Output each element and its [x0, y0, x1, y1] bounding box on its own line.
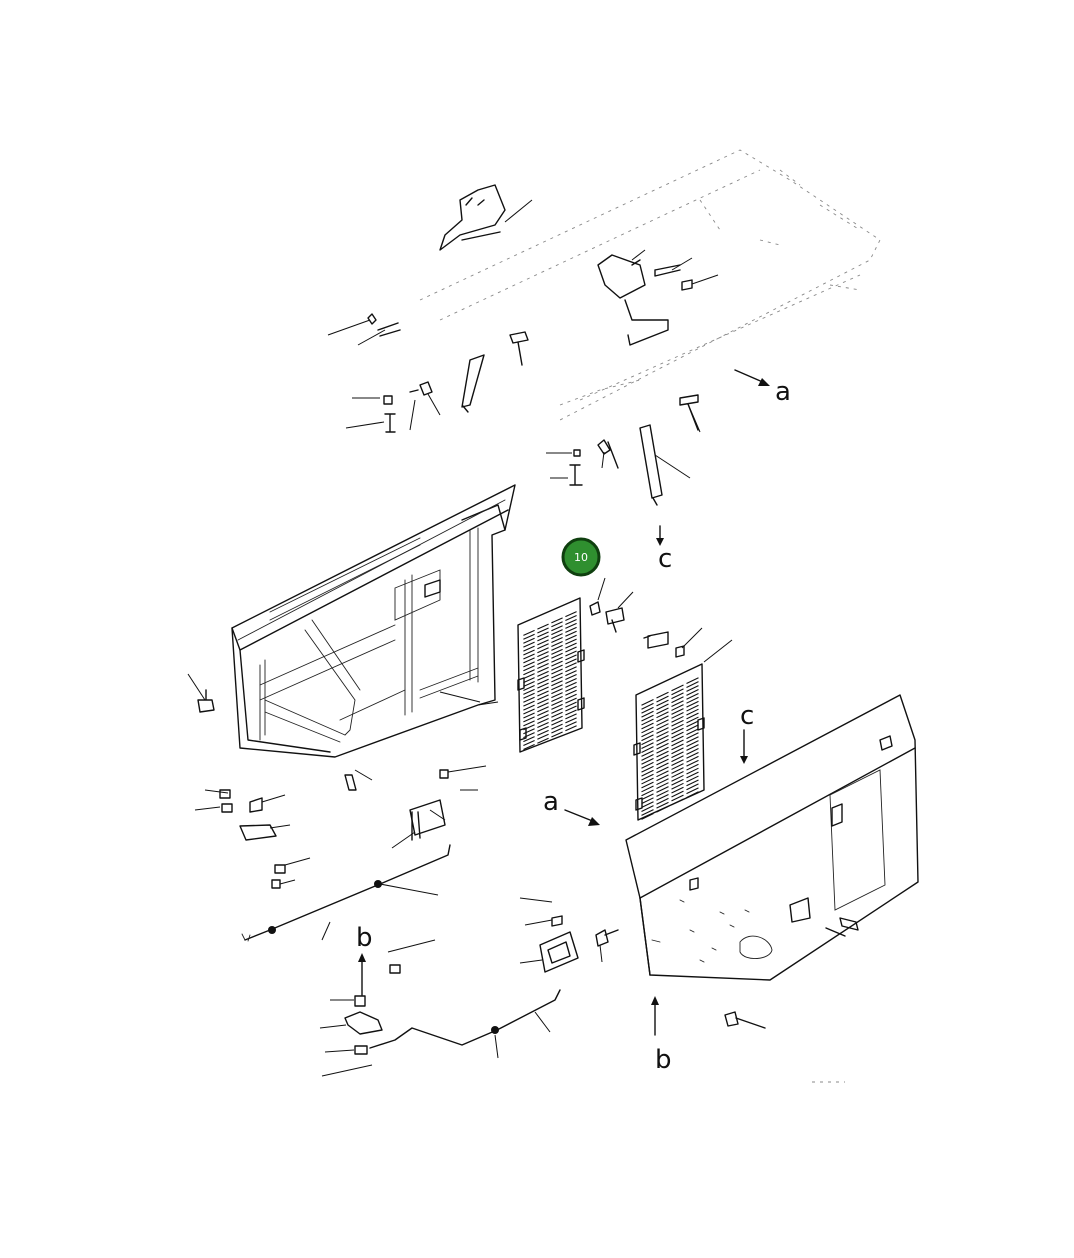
- fasteners-middle: [546, 394, 701, 506]
- callout-10-circle[interactable]: [561, 537, 601, 577]
- reference-letter-b-right: b: [655, 1045, 672, 1075]
- reference-letter-b-left: b: [356, 923, 373, 953]
- side-cover-panel-right: [625, 694, 919, 981]
- grille-panel-left: [517, 597, 585, 753]
- reference-letter-c-lower: c: [740, 701, 754, 731]
- reference-letter-a-upper: a: [775, 377, 791, 407]
- latch-assembly-left: [344, 765, 487, 849]
- bolt-frame-left: [187, 673, 215, 713]
- fasteners-lower-left: [194, 789, 311, 889]
- frame-panel-left: [231, 484, 516, 758]
- top-frame-phantom: [419, 149, 881, 421]
- fasteners-top-left: [327, 313, 529, 433]
- fasteners-bottom-left: [319, 939, 561, 1077]
- callout-10[interactable]: 10: [561, 537, 601, 577]
- bolts-top-right: [654, 257, 719, 291]
- top-bracket-left: [439, 184, 533, 251]
- fasteners-callout-10: [589, 577, 733, 663]
- grille-panel-right: [633, 663, 705, 821]
- callout-10-label[interactable]: 10: [574, 551, 588, 564]
- reference-letter-c-upper: c: [658, 544, 672, 574]
- bolt-bottom-right: [724, 1011, 766, 1029]
- cable-rod-left: [241, 844, 451, 942]
- lock-plate: [519, 897, 619, 973]
- reference-arrows: [358, 369, 770, 1036]
- top-bracket-right: [597, 249, 669, 346]
- reference-letter-a-lower: a: [543, 787, 559, 817]
